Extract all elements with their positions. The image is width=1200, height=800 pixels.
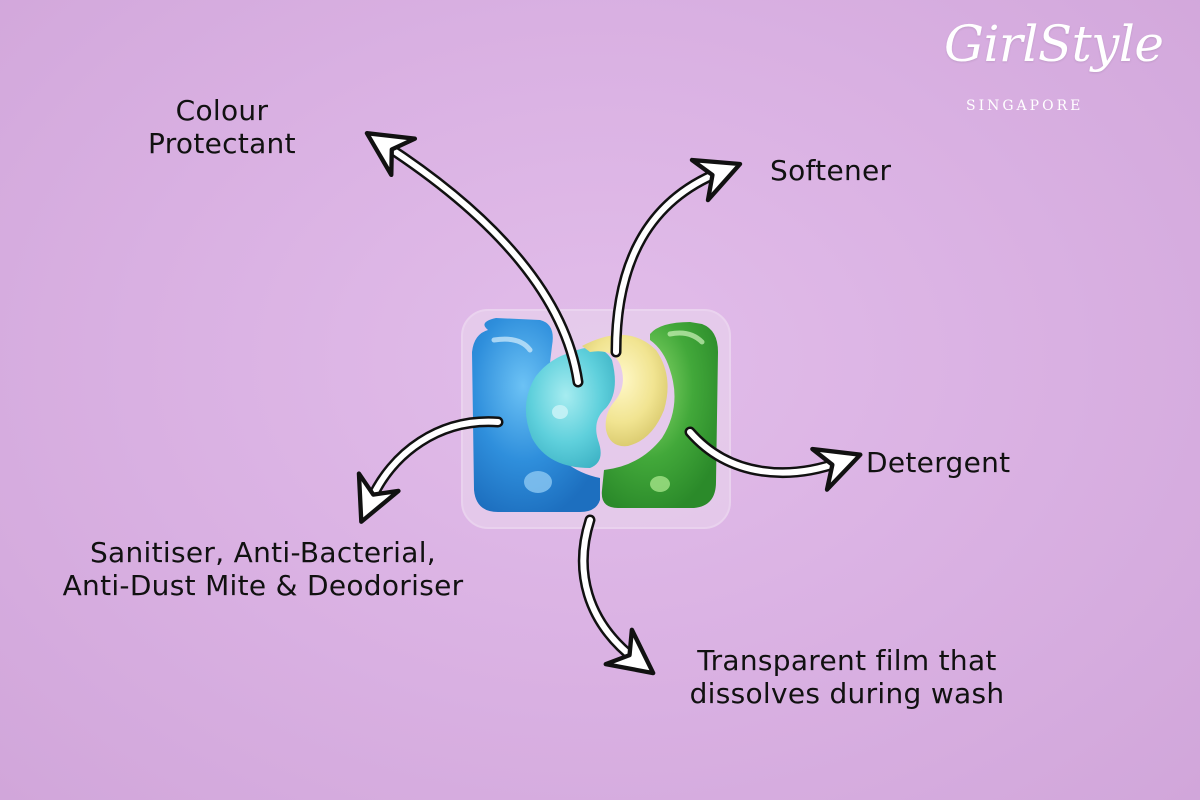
arrow-colour-protectant [364,131,584,388]
pod-cyan-chamber [525,347,615,468]
arrow-softener [610,157,743,358]
label-detergent: Detergent [866,446,1010,479]
label-line: Colour [175,94,269,127]
arrow-transparent-film [577,514,656,676]
arrow-detergent [684,426,863,492]
girlstyle-logo: GirlStyle SINGAPORE [944,14,1180,114]
pod-yellow-chamber [582,334,668,447]
logo-subtitle: SINGAPORE [966,98,1084,114]
label-colour-protectant: Colour Protectant [148,94,296,160]
label-line: Anti-Dust Mite & Deodoriser [62,569,464,602]
label-line: Detergent [866,446,1011,479]
label-transparent-film: Transparent film that dissolves during w… [672,644,1022,710]
logo-wordmark: GirlStyle [944,15,1164,73]
label-line: Transparent film that [697,644,997,677]
label-line: Sanitiser, Anti-Bacterial, [89,536,436,569]
laundry-pod [461,309,731,529]
pod-green-chamber [601,322,718,508]
label-line: Protectant [148,127,296,160]
label-sanitiser: Sanitiser, Anti-Bacterial, Anti-Dust Mit… [28,536,498,602]
label-line: dissolves during wash [689,677,1005,710]
arrow-sanitiser [356,416,504,524]
label-softener: Softener [770,154,891,187]
label-line: Softener [770,154,892,187]
